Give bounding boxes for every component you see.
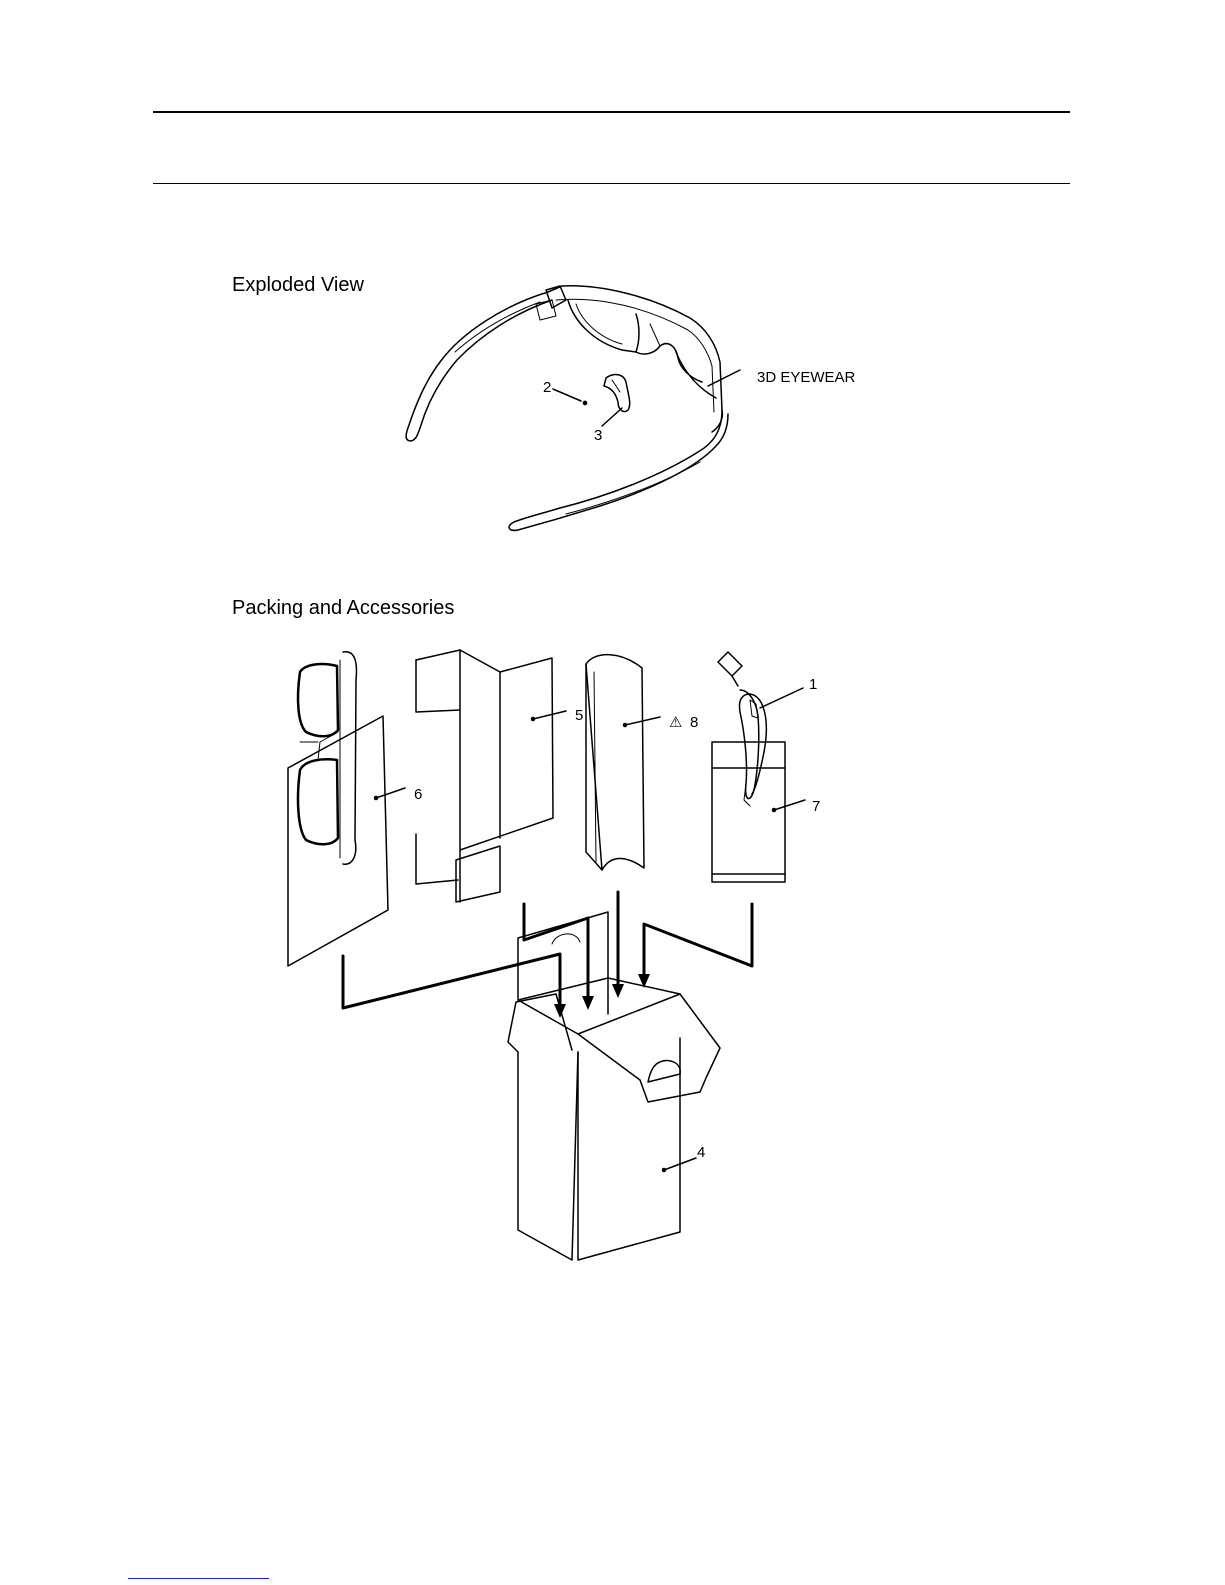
eyewear-drawing [406, 286, 740, 531]
footer-link-underline[interactable] [128, 1578, 269, 1579]
part-3-label: 3 [594, 427, 602, 444]
eyewear-label: 3D EYEWEAR [757, 369, 856, 386]
assembly-arrows [343, 892, 752, 1008]
part-8-label: 8 [690, 714, 698, 731]
gift-box-drawing [508, 912, 720, 1260]
part-4-label: 4 [697, 1144, 705, 1161]
part-2-label: 2 [543, 379, 551, 396]
part-7-label: 7 [812, 798, 820, 815]
insert-card-drawing [416, 650, 566, 902]
leaflet-drawing [586, 655, 660, 870]
part-1-label: 1 [809, 676, 817, 693]
part-5-label: 5 [575, 707, 583, 724]
part-6-label: 6 [414, 786, 422, 803]
glasses-pouch-drawing [288, 652, 405, 966]
usb-cable-bag-drawing [712, 652, 805, 882]
warning-icon: ⚠ [669, 714, 682, 731]
